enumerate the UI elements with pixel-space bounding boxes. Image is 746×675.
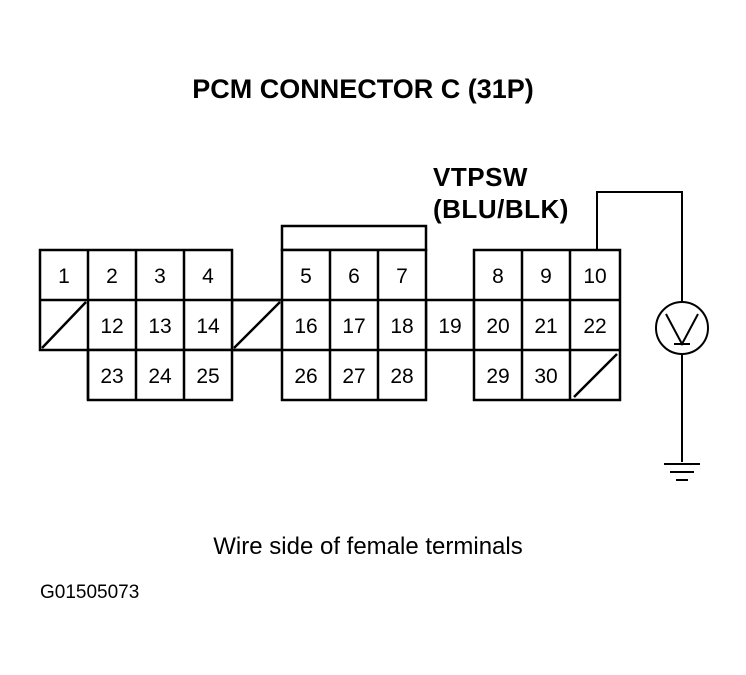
pin-29: 29: [486, 365, 509, 388]
wire-label-color: (BLU/BLK): [433, 194, 569, 224]
pin-28: 28: [390, 365, 413, 388]
voltmeter-icon: [655, 301, 709, 355]
connector-body: [38, 224, 622, 402]
pin-9: 9: [540, 265, 552, 288]
pin-2: 2: [106, 265, 118, 288]
pin-27: 27: [342, 365, 365, 388]
wire-label-name: VTPSW: [433, 162, 528, 192]
pin-20: 20: [486, 315, 509, 338]
blank-cavity-11: [41, 301, 87, 349]
pin-30: 30: [534, 365, 557, 388]
blank-cavity-31: [573, 353, 618, 398]
pin-1: 1: [58, 265, 70, 288]
pin-18: 18: [390, 315, 413, 338]
pin-10: 10: [583, 265, 606, 288]
pin-12: 12: [100, 315, 123, 338]
pin-23: 23: [100, 365, 123, 388]
figure-id: G01505073: [40, 582, 139, 603]
test-lead: [596, 191, 683, 302]
pin-19: 19: [438, 315, 461, 338]
diagram-caption: Wire side of female terminals: [213, 533, 522, 560]
pin-26: 26: [294, 365, 317, 388]
pin-22: 22: [583, 315, 606, 338]
pin-5: 5: [300, 265, 312, 288]
diagram-title: PCM CONNECTOR C (31P): [192, 74, 534, 104]
pin-3: 3: [154, 265, 166, 288]
pin-21: 21: [534, 315, 557, 338]
test-circuit: [596, 191, 709, 481]
pin-25: 25: [196, 365, 219, 388]
pin-24: 24: [148, 365, 172, 388]
pin-4: 4: [202, 265, 214, 288]
block-b: [280, 248, 428, 402]
pin-7: 7: [396, 265, 408, 288]
blank-cavity-15: [233, 301, 281, 349]
pin-17: 17: [342, 315, 365, 338]
pin-13: 13: [148, 315, 171, 338]
ground-icon: [664, 463, 700, 481]
pin-14: 14: [196, 315, 220, 338]
connector-bridge-right: [424, 298, 476, 352]
pin-16: 16: [294, 315, 317, 338]
block-b-key: [280, 224, 428, 252]
pin-8: 8: [492, 265, 504, 288]
pin-6: 6: [348, 265, 360, 288]
pin-labels: 1 2 3 4 5 6 7 8 9 10 12 13 14 16 17 18 1…: [58, 265, 607, 388]
